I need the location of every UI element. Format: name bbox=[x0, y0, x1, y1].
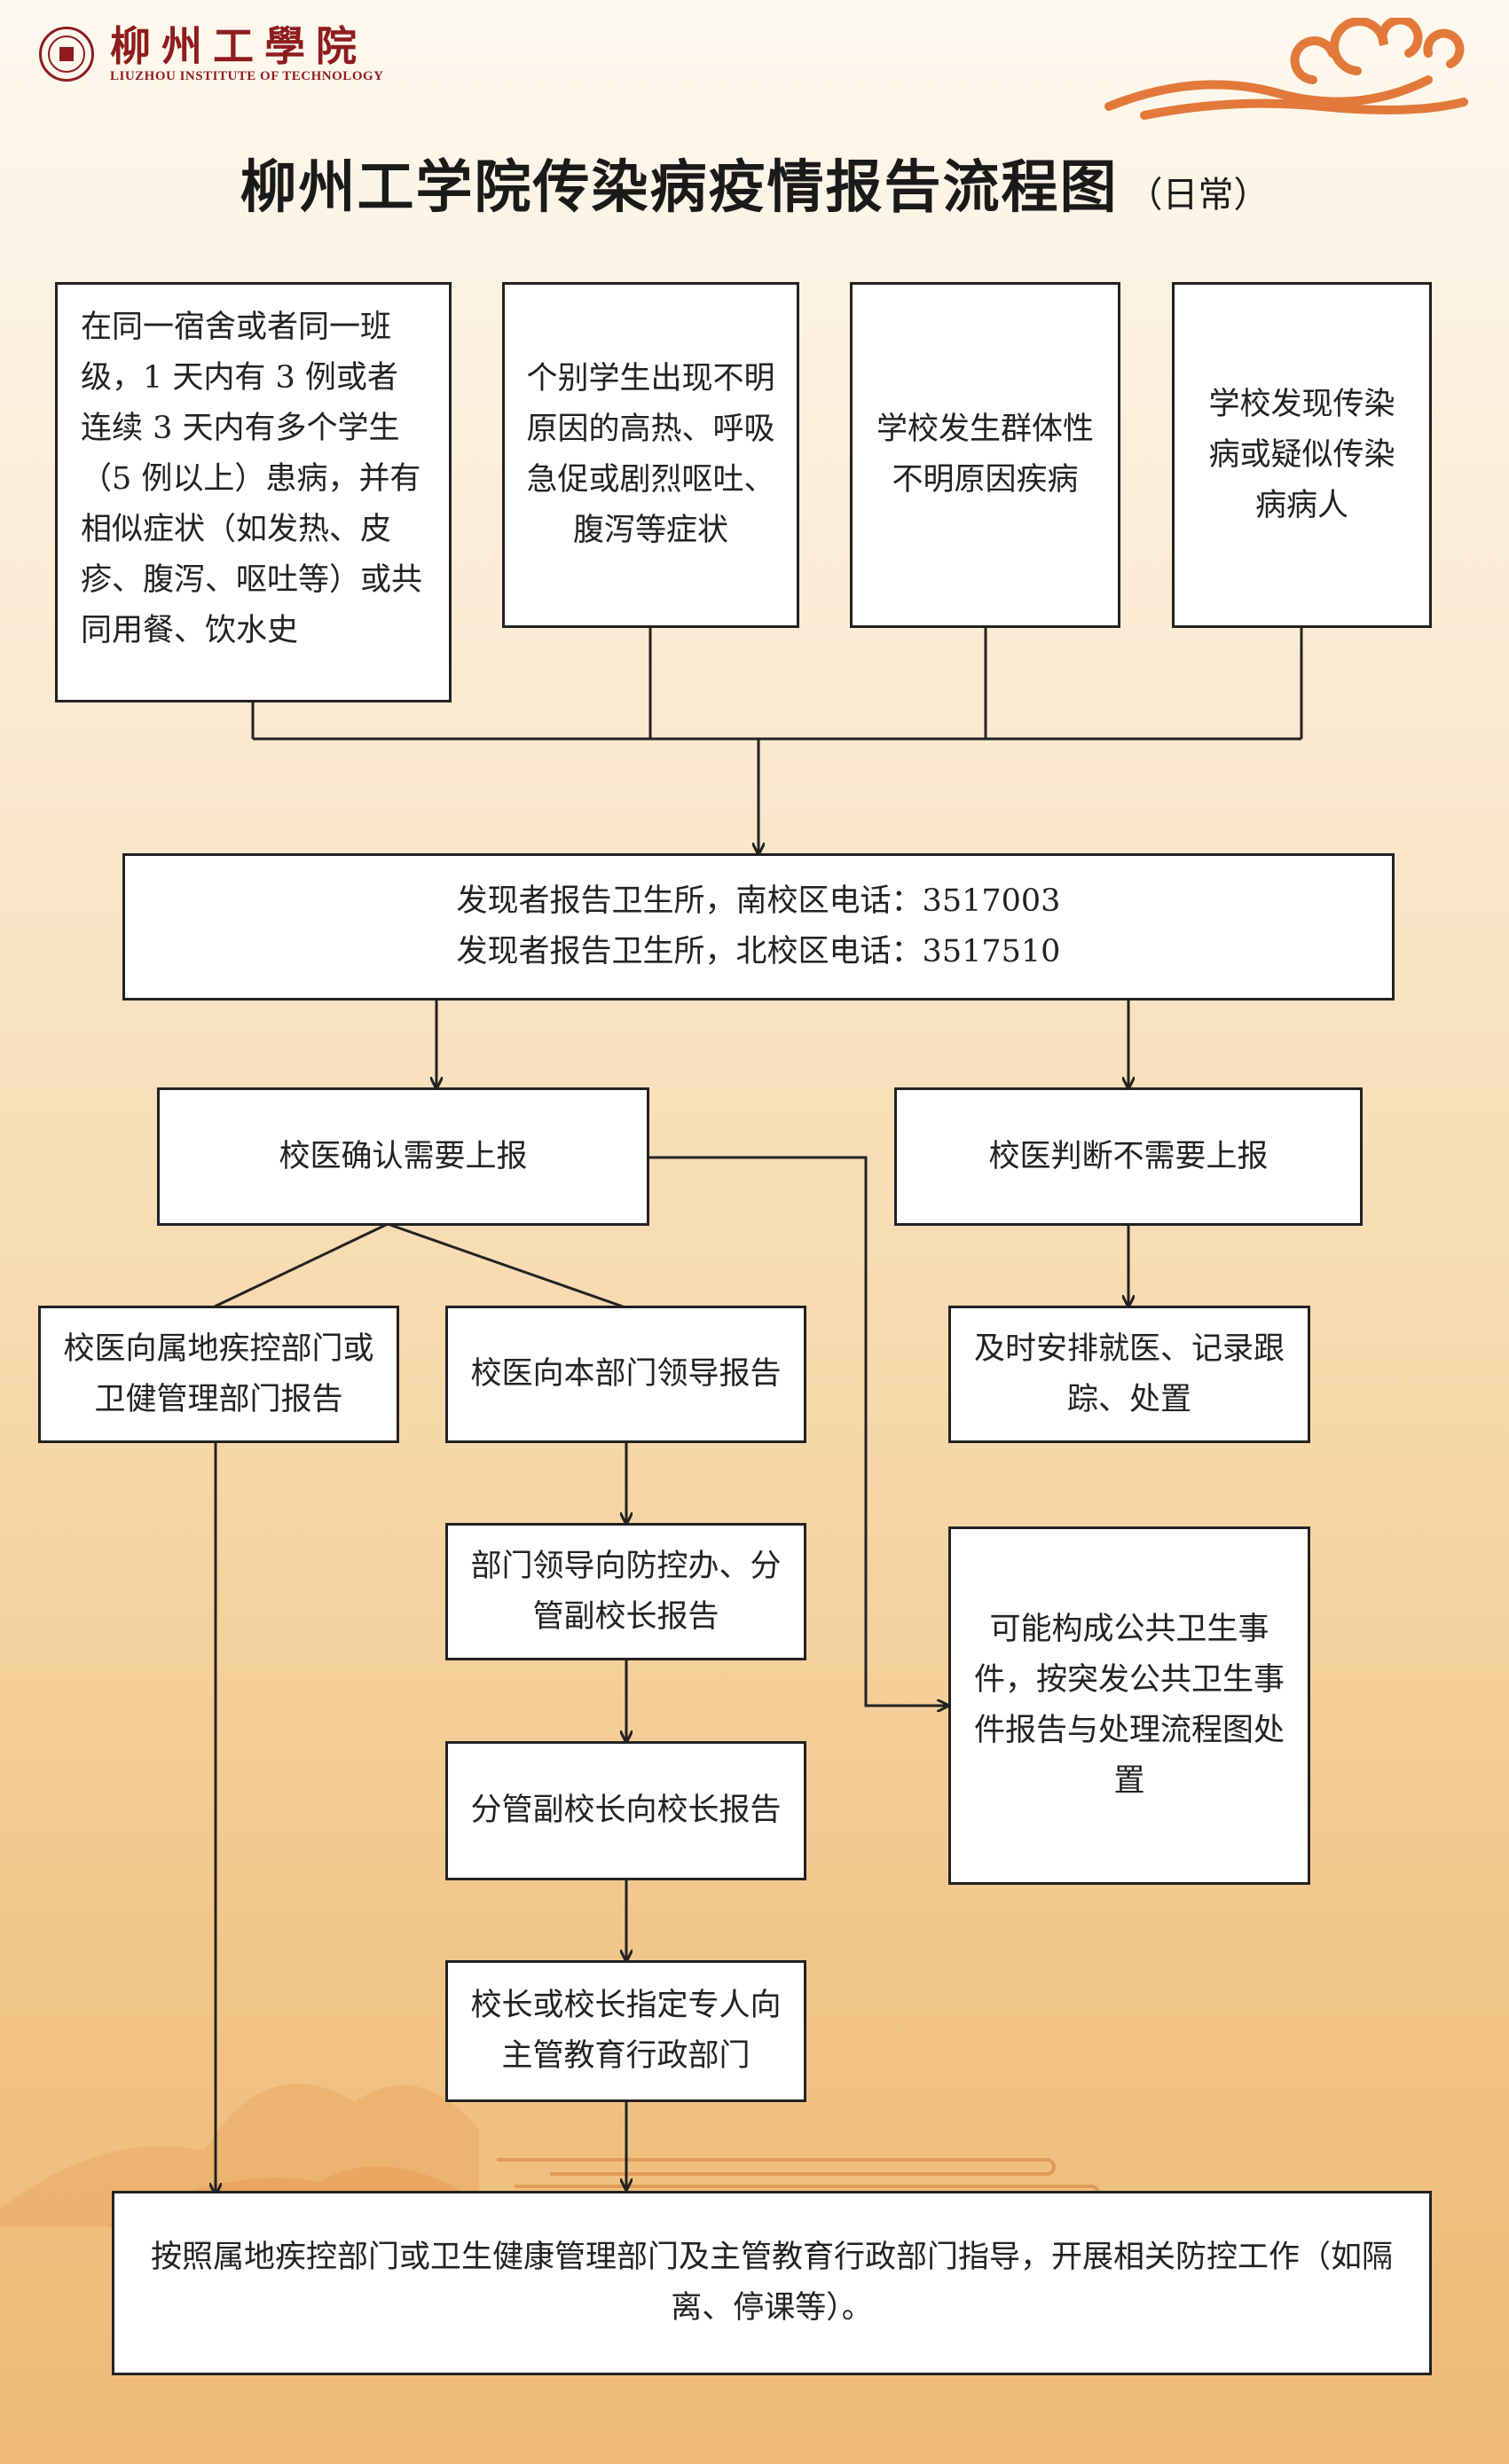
doctor-confirm-text: 校医确认需要上报 bbox=[279, 1138, 528, 1174]
final-action-box: 按照属地疾控部门或卫生健康管理部门及主管教育行政部门指导，开展相关防控工作（如隔… bbox=[112, 2191, 1432, 2375]
doctor-no-report-text: 校医判断不需要上报 bbox=[988, 1138, 1269, 1174]
report-cdc-text: 校医向属地疾控部门或卫健管理部门报告 bbox=[63, 1330, 374, 1417]
public-health-event-text: 可能构成公共卫生事件，按突发公共卫生事件报告与处理流程图处置 bbox=[973, 1612, 1285, 1799]
president-to-edu-text: 校长或校长指定专人向主管教育行政部门 bbox=[470, 1988, 782, 2074]
trigger-group-text: 学校发生群体性不明原因疾病 bbox=[876, 412, 1094, 498]
final-action-text: 按照属地疾控部门或卫生健康管理部门及主管教育行政部门指导，开展相关防控工作（如隔… bbox=[150, 2240, 1393, 2326]
report-clinic-box: 发现者报告卫生所，南校区电话：3517003 发现者报告卫生所，北校区电话：35… bbox=[122, 853, 1395, 1001]
school-name-en: LIUZHOU INSTITUTE OF TECHNOLOGY bbox=[110, 69, 384, 83]
president-to-edu-box: 校长或校长指定专人向主管教育行政部门 bbox=[445, 1960, 806, 2102]
trigger-dorm-text: 在同一宿舍或者同一班级，1 天内有 3 例或者连续 3 天内有多个学生（5 例以… bbox=[81, 310, 423, 648]
public-health-event-box: 可能构成公共卫生事件，按突发公共卫生事件报告与处理流程图处置 bbox=[948, 1526, 1310, 1885]
trigger-group-box: 学校发生群体性不明原因疾病 bbox=[850, 282, 1120, 628]
school-name-cn: 柳州工學院 bbox=[110, 22, 367, 70]
report-clinic-south: 发现者报告卫生所，南校区电话：3517003 bbox=[456, 883, 1061, 919]
report-clinic-north: 发现者报告卫生所，北校区电话：3517510 bbox=[456, 934, 1061, 969]
leader-to-office-text: 部门领导向防控办、分管副校长报告 bbox=[470, 1548, 782, 1635]
page-title: 柳州工学院传染病疫情报告流程图（日常） bbox=[0, 142, 1509, 224]
trigger-individual-box: 个别学生出现不明原因的高热、呼吸急促或剧烈呕吐、腹泻等症状 bbox=[502, 282, 799, 628]
title-sub: （日常） bbox=[1127, 175, 1269, 216]
report-cdc-box: 校医向属地疾控部门或卫健管理部门报告 bbox=[38, 1306, 399, 1443]
trigger-infectious-text: 学校发现传染病或疑似传染病病人 bbox=[1208, 386, 1395, 523]
leader-to-office-box: 部门领导向防控办、分管副校长报告 bbox=[445, 1523, 806, 1660]
doctor-no-report-box: 校医判断不需要上报 bbox=[894, 1087, 1363, 1226]
title-main: 柳州工学院传染病疫情报告流程图 bbox=[240, 154, 1119, 221]
cloud-decoration-icon bbox=[1104, 18, 1468, 120]
vice-to-president-box: 分管副校长向校长报告 bbox=[445, 1741, 806, 1880]
report-dept-leader-text: 校医向本部门领导报告 bbox=[470, 1356, 782, 1392]
school-logo: 柳州工學院 LIUZHOU INSTITUTE OF TECHNOLOGY bbox=[39, 23, 383, 84]
school-seal-icon bbox=[39, 26, 94, 82]
arrange-treatment-box: 及时安排就医、记录跟踪、处置 bbox=[948, 1306, 1310, 1443]
doctor-confirm-box: 校医确认需要上报 bbox=[157, 1087, 649, 1226]
vice-to-president-text: 分管副校长向校长报告 bbox=[470, 1793, 782, 1828]
report-dept-leader-box: 校医向本部门领导报告 bbox=[445, 1306, 806, 1443]
trigger-infectious-box: 学校发现传染病或疑似传染病病人 bbox=[1172, 282, 1432, 628]
trigger-dorm-box: 在同一宿舍或者同一班级，1 天内有 3 例或者连续 3 天内有多个学生（5 例以… bbox=[55, 282, 452, 702]
arrange-treatment-text: 及时安排就医、记录跟踪、处置 bbox=[973, 1330, 1285, 1417]
trigger-individual-text: 个别学生出现不明原因的高热、呼吸急促或剧烈呕吐、腹泻等症状 bbox=[526, 361, 775, 548]
